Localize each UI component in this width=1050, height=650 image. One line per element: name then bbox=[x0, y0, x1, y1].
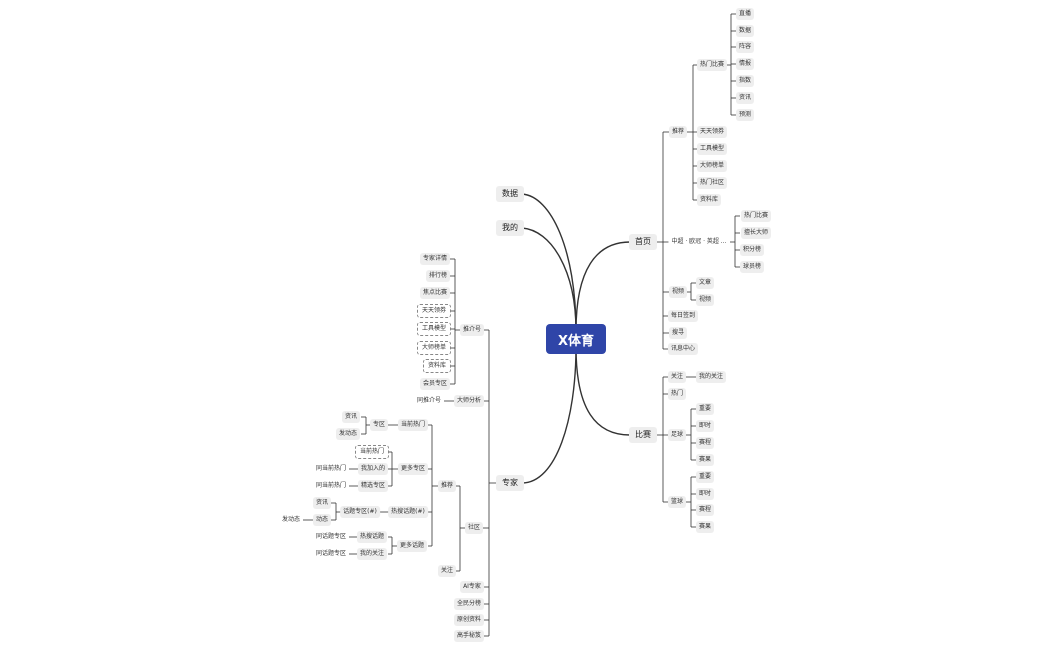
node-gh-ref-2[interactable]: 同话题专区 bbox=[312, 548, 350, 560]
node-shequ[interactable]: 社区 bbox=[464, 522, 484, 534]
node-zq-jishi[interactable]: 即时 bbox=[695, 420, 715, 432]
node-shouye[interactable]: 首页 bbox=[629, 234, 657, 250]
node-zq-saiguo[interactable]: 赛果 bbox=[695, 454, 715, 466]
node-zixun[interactable]: 资讯 bbox=[735, 92, 755, 104]
node-bs-guanzhu[interactable]: 关注 bbox=[667, 371, 687, 383]
node-wenzhang[interactable]: 文章 bbox=[695, 277, 715, 289]
node-zq-saicheng[interactable]: 赛程 bbox=[695, 437, 715, 449]
node-resouhuati[interactable]: 热搜话题(#) bbox=[388, 506, 428, 518]
node-tuijiehao[interactable]: 推介号 bbox=[459, 324, 485, 336]
node-gongju[interactable]: 工具模型 bbox=[696, 143, 728, 155]
node-tj-gongju[interactable]: 工具模型 bbox=[416, 322, 452, 336]
node-zq-zhongyao[interactable]: 重要 bbox=[695, 403, 715, 415]
node-lanqiu[interactable]: 篮球 bbox=[667, 496, 687, 508]
node-yuanchuang[interactable]: 原创资料 bbox=[453, 614, 485, 626]
node-zhibo[interactable]: 直播 bbox=[735, 8, 755, 20]
node-remen-shequ[interactable]: 热门社区 bbox=[696, 177, 728, 189]
node-tj-tiantian[interactable]: 天天领券 bbox=[416, 304, 452, 318]
node-huiyuan[interactable]: 会员专区 bbox=[419, 378, 451, 390]
node-dq-zixun[interactable]: 资讯 bbox=[341, 411, 361, 423]
node-zc-shanchang[interactable]: 擅长大师 bbox=[740, 227, 772, 239]
curve-root-shuju bbox=[521, 193, 577, 332]
node-dashifenxi[interactable]: 大师分析 bbox=[453, 395, 485, 407]
node-gd-jingxuan[interactable]: 精选专区 bbox=[357, 480, 389, 492]
node-sq-tuijian[interactable]: 推荐 bbox=[437, 480, 457, 492]
node-gengduohuati[interactable]: 更多话题 bbox=[396, 540, 428, 552]
node-huatizhuanqu[interactable]: 话题专区(#) bbox=[340, 506, 380, 518]
curve-root-bisai bbox=[575, 346, 631, 436]
node-wodeguanzhu[interactable]: 我的关注 bbox=[695, 371, 727, 383]
root-node[interactable]: X体育 bbox=[546, 324, 606, 354]
node-lq-zhongyao[interactable]: 重要 bbox=[695, 471, 715, 483]
node-zc-remen[interactable]: 热门比赛 bbox=[740, 210, 772, 222]
node-bisai[interactable]: 比赛 bbox=[629, 427, 657, 443]
node-tongtuijiehao[interactable]: 同推介号 bbox=[413, 395, 445, 407]
node-gh-resou[interactable]: 热搜话题 bbox=[356, 531, 388, 543]
node-zhongchao[interactable]: 中超 · 欧冠 · 英超 ... bbox=[668, 236, 730, 248]
node-tiantian[interactable]: 天天领券 bbox=[696, 126, 728, 138]
node-zhishu[interactable]: 指数 bbox=[735, 75, 755, 87]
curve-root-shouye bbox=[575, 241, 631, 332]
node-ht-ref[interactable]: 发动态 bbox=[278, 514, 304, 526]
node-dangqianremen[interactable]: 当前热门 bbox=[397, 419, 429, 431]
node-shuju[interactable]: 数据 bbox=[496, 186, 524, 202]
node-ht-zixun[interactable]: 资讯 bbox=[312, 497, 332, 509]
node-zhuanjia[interactable]: 专家 bbox=[496, 475, 524, 491]
node-quanmin[interactable]: 全民分榜 bbox=[453, 598, 485, 610]
node-zhenrong[interactable]: 阵容 bbox=[735, 41, 755, 53]
node-jiaodian[interactable]: 焦点比赛 bbox=[419, 287, 451, 299]
node-gd-ref-1[interactable]: 同当前热门 bbox=[312, 463, 350, 475]
node-shipin[interactable]: 视频 bbox=[668, 286, 688, 298]
node-gd-ref-2[interactable]: 同当前热门 bbox=[312, 480, 350, 492]
node-lq-saicheng[interactable]: 赛程 bbox=[695, 504, 715, 516]
node-bs-remen[interactable]: 热门 bbox=[667, 388, 687, 400]
node-xunxi[interactable]: 讯息中心 bbox=[667, 343, 699, 355]
node-soxun[interactable]: 搜寻 bbox=[668, 327, 688, 339]
node-qingbao[interactable]: 情报 bbox=[735, 58, 755, 70]
node-zhuanjiaxiangqing[interactable]: 专家详情 bbox=[419, 253, 451, 265]
node-gaoshou[interactable]: 高手秘笈 bbox=[453, 630, 485, 642]
node-shipin-2[interactable]: 视频 bbox=[695, 294, 715, 306]
node-zc-qiuyuan[interactable]: 球员榜 bbox=[739, 261, 765, 273]
node-gd-dangqian[interactable]: 当前热门 bbox=[354, 445, 390, 459]
node-zuqiu[interactable]: 足球 bbox=[667, 429, 687, 441]
node-gh-ref-1[interactable]: 同话题专区 bbox=[312, 531, 350, 543]
node-zc-jifen[interactable]: 积分榜 bbox=[739, 244, 765, 256]
node-lq-saiguo[interactable]: 赛果 bbox=[695, 521, 715, 533]
node-wode[interactable]: 我的 bbox=[496, 220, 524, 236]
node-tj-dashi[interactable]: 大师榜单 bbox=[416, 341, 452, 355]
node-remen-bisai[interactable]: 热门比赛 bbox=[696, 59, 728, 71]
node-lq-jishi[interactable]: 即时 bbox=[695, 488, 715, 500]
node-tj-ziliao[interactable]: 资料库 bbox=[422, 359, 452, 373]
node-gengduozhuanqu[interactable]: 更多专区 bbox=[397, 463, 429, 475]
node-qiandao[interactable]: 每日签到 bbox=[667, 310, 699, 322]
node-sq-guanzhu[interactable]: 关注 bbox=[437, 565, 457, 577]
node-tuijian[interactable]: 推荐 bbox=[668, 126, 688, 138]
node-dq-fadongtai[interactable]: 发动态 bbox=[335, 428, 361, 440]
node-aizhuanjia[interactable]: AI专家 bbox=[460, 581, 484, 593]
node-yuce[interactable]: 预测 bbox=[735, 109, 755, 121]
node-gd-jiaru[interactable]: 我加入的 bbox=[357, 463, 389, 475]
node-gh-guanzhu[interactable]: 我的关注 bbox=[356, 548, 388, 560]
node-zhuanqu[interactable]: 专区 bbox=[369, 419, 389, 431]
node-ht-dongtai[interactable]: 动态 bbox=[312, 514, 332, 526]
curve-root-wode bbox=[521, 227, 577, 332]
node-dashibang[interactable]: 大师榜单 bbox=[696, 160, 728, 172]
curve-root-zhuanjia bbox=[521, 346, 577, 484]
node-ziliaoku[interactable]: 资料库 bbox=[696, 194, 722, 206]
node-shuju-2[interactable]: 数据 bbox=[735, 25, 755, 37]
node-paihangbang[interactable]: 排行榜 bbox=[425, 270, 451, 282]
